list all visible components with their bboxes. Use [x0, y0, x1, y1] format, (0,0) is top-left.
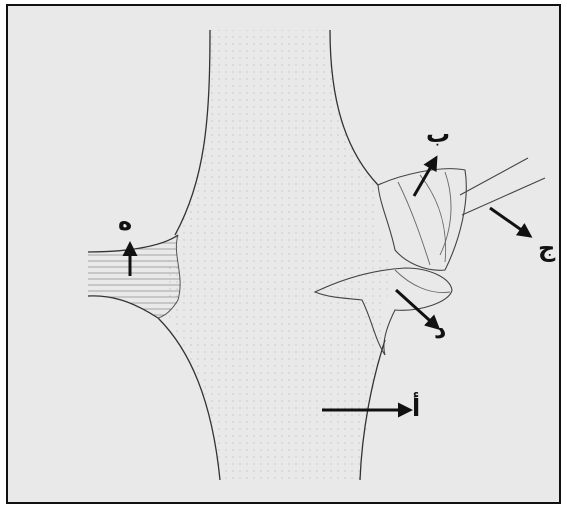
label-h: ه: [118, 210, 132, 234]
arrow-j: [490, 208, 530, 236]
label-a: أ: [412, 396, 420, 420]
label-d: د: [434, 318, 446, 342]
arrow-d: [396, 290, 438, 328]
arrow-b: [414, 158, 436, 196]
label-j: ج: [538, 236, 555, 260]
label-b: ب: [426, 122, 450, 146]
